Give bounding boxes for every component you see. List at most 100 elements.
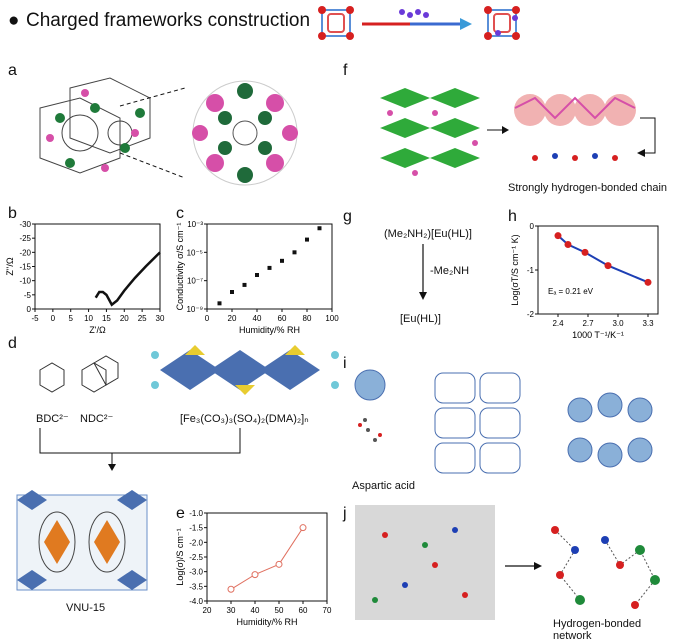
data-point bbox=[230, 290, 234, 294]
vnu15-structure bbox=[16, 490, 148, 591]
data-point bbox=[280, 258, 284, 263]
panel-label-h: h bbox=[508, 208, 517, 225]
x-axis-label: Humidity/% RH bbox=[236, 617, 297, 627]
x-tick-label: 0 bbox=[205, 314, 210, 323]
data-point bbox=[581, 248, 589, 256]
hbond-network-j bbox=[551, 526, 660, 609]
y-tick-label: 10⁻⁵ bbox=[187, 248, 203, 257]
x-tick-label: 80 bbox=[303, 314, 312, 323]
series-line bbox=[94, 251, 161, 307]
reagent-label: -Me₂NH bbox=[430, 265, 470, 277]
x-tick-label: 50 bbox=[275, 606, 284, 615]
y-tick-label: -25 bbox=[19, 234, 31, 243]
arrow-j bbox=[505, 562, 542, 570]
data-point bbox=[644, 278, 652, 286]
x-tick-label: 20 bbox=[120, 314, 129, 323]
y-tick-label: -30 bbox=[19, 220, 31, 229]
data-point bbox=[299, 524, 307, 532]
x-tick-label: 2.7 bbox=[582, 319, 594, 328]
mof-pores-i bbox=[354, 369, 653, 474]
panel-label-g: g bbox=[343, 208, 352, 225]
panel-label-f: f bbox=[343, 62, 348, 79]
y-tick-label: -20 bbox=[19, 248, 31, 257]
x-tick-label: 15 bbox=[102, 314, 111, 323]
data-point bbox=[242, 282, 247, 287]
reactant-formula: (Me₂NH₂)[Eu(HL)] bbox=[384, 228, 472, 240]
panel-label-e: e bbox=[176, 505, 185, 522]
x-tick-label: 3.0 bbox=[612, 319, 624, 328]
plot-frame bbox=[206, 223, 333, 310]
y-tick-label: -15 bbox=[19, 263, 31, 272]
x-tick-label: 60 bbox=[299, 606, 308, 615]
data-point bbox=[251, 571, 259, 579]
x-tick-label: 2.4 bbox=[552, 319, 564, 328]
panel-label-i: i bbox=[343, 355, 347, 372]
x-axis-label: Z'/Ω bbox=[89, 325, 106, 335]
chain-structure-d bbox=[151, 345, 339, 395]
data-point bbox=[564, 240, 572, 248]
hbond-chain-caption: Strongly hydrogen-bonded chain bbox=[508, 182, 668, 194]
y-axis-label: Conductivity σ/S cm⁻¹ bbox=[175, 223, 185, 311]
y-tick-label: 10⁻⁹ bbox=[186, 305, 203, 314]
panel-label-c: c bbox=[176, 205, 184, 222]
y-axis-label: Log(σT/S cm⁻¹ K) bbox=[510, 234, 520, 305]
x-tick-label: 25 bbox=[138, 314, 147, 323]
x-tick-label: 20 bbox=[203, 606, 212, 615]
x-tick-label: 5 bbox=[68, 314, 73, 323]
x-tick-label: 0 bbox=[51, 314, 56, 323]
x-tick-label: 60 bbox=[278, 314, 287, 323]
y-tick-label: 10⁻³ bbox=[187, 220, 203, 229]
x-tick-label: -5 bbox=[31, 314, 39, 323]
data-point bbox=[255, 273, 259, 277]
x-tick-label: 30 bbox=[227, 606, 236, 615]
formula-label: [Fe₃(CO₃)₃(SO₄)₂(DMA)₂]ₙ bbox=[180, 413, 309, 425]
hbond-network-caption: Hydrogen-bonded network bbox=[553, 618, 642, 642]
x-tick-label: 40 bbox=[251, 606, 260, 615]
y-tick-label: -3.0 bbox=[189, 568, 203, 577]
linker-ndc-label: NDC²⁻ bbox=[80, 413, 114, 425]
panel-label-j: j bbox=[343, 505, 347, 522]
data-point bbox=[227, 585, 235, 593]
y-tick-label: -3.5 bbox=[189, 582, 203, 591]
y-tick-label: 0 bbox=[27, 305, 32, 314]
bracket-arrow-d bbox=[39, 428, 241, 471]
y-tick-label: -5 bbox=[24, 291, 32, 300]
y-tick-label: 0 bbox=[530, 222, 535, 231]
x-tick-label: 20 bbox=[228, 314, 237, 323]
x-axis-label: Humidity/% RH bbox=[239, 325, 300, 335]
data-point bbox=[554, 232, 562, 240]
aspartic-acid-caption: Aspartic acid bbox=[352, 480, 415, 492]
framework-structure-a bbox=[39, 77, 298, 186]
vnu15-label: VNU-15 bbox=[66, 602, 106, 614]
data-point bbox=[217, 301, 222, 306]
data-point bbox=[275, 560, 283, 568]
chain-structure-f bbox=[380, 88, 656, 176]
panel-label-d: d bbox=[8, 335, 17, 352]
y-tick-label: -4.0 bbox=[189, 597, 203, 606]
y-tick-label: -1 bbox=[527, 266, 535, 275]
y-tick-label: -10 bbox=[19, 277, 31, 286]
framework-schematic-icon bbox=[318, 6, 520, 40]
data-point bbox=[267, 265, 272, 270]
data-point bbox=[317, 226, 322, 231]
framework-j bbox=[355, 505, 495, 620]
y-tick-label: -2 bbox=[527, 310, 535, 319]
product-formula: [Eu(HL)] bbox=[400, 313, 441, 325]
panel-label-b: b bbox=[8, 205, 17, 222]
series-line bbox=[230, 527, 304, 590]
y-tick-label: 10⁻⁷ bbox=[187, 277, 203, 286]
data-point bbox=[305, 237, 309, 242]
header: ● Charged frameworks construction bbox=[0, 0, 675, 46]
y-axis-label: Log(σ)/S cm⁻¹ bbox=[175, 528, 185, 585]
y-tick-label: -2.0 bbox=[189, 538, 203, 547]
y-tick-label: -1.0 bbox=[189, 509, 203, 518]
activation-energy-label: Eₐ = 0.21 eV bbox=[548, 287, 594, 296]
x-tick-label: 3.3 bbox=[642, 319, 654, 328]
panel-label-a: a bbox=[8, 62, 17, 79]
y-tick-label: -1.5 bbox=[189, 524, 203, 533]
x-tick-label: 100 bbox=[325, 314, 339, 323]
